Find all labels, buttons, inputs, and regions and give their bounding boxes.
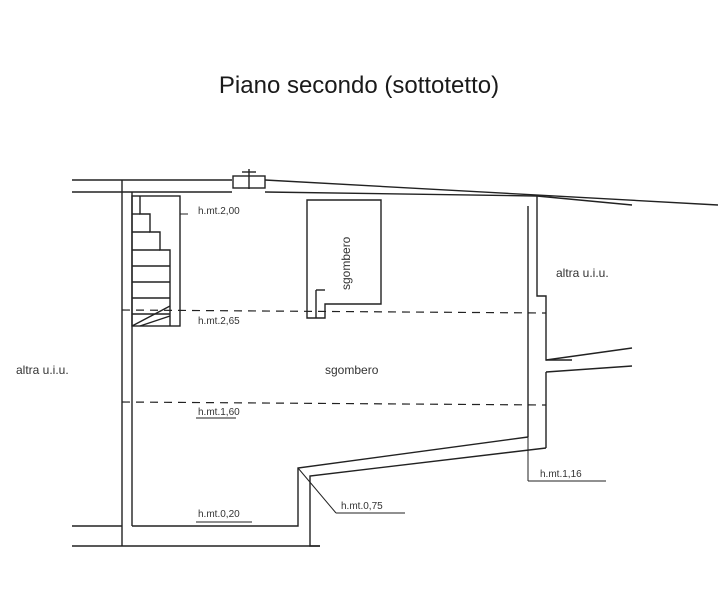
leader-0-75: [297, 467, 337, 514]
right-wall-outer-upper: [536, 196, 572, 361]
stair-stepline: [139, 196, 171, 326]
main-room-label: sgombero: [325, 363, 379, 377]
height-label-2-00: h.mt.2,00: [198, 206, 240, 217]
top-wall-outer-right: [264, 179, 718, 206]
height-label-0-75: h.mt.0,75: [341, 501, 383, 512]
right-unit-label: altra u.i.u.: [556, 266, 609, 280]
height-label-1-60: h.mt.1,60: [198, 407, 240, 418]
height-label-0-20: h.mt.0,20: [198, 509, 240, 520]
plan-title: Piano secondo (sottotetto): [218, 72, 500, 99]
height-label-2-65: h.mt.2,65: [198, 316, 240, 327]
height-line-2-65: [121, 309, 547, 314]
left-unit-label: altra u.i.u.: [16, 363, 69, 377]
bottom-wall-inner: [132, 436, 529, 527]
staircase-outline: [131, 195, 181, 327]
height-label-1-16: h.mt.1,16: [540, 469, 582, 480]
storage-room-walls: [306, 199, 382, 319]
top-wall-inner-right: [264, 191, 538, 197]
height-line-1-60: [121, 401, 547, 406]
storage-room-label: sgombero: [339, 236, 353, 290]
bottom-wall-outer-step: [309, 447, 547, 547]
